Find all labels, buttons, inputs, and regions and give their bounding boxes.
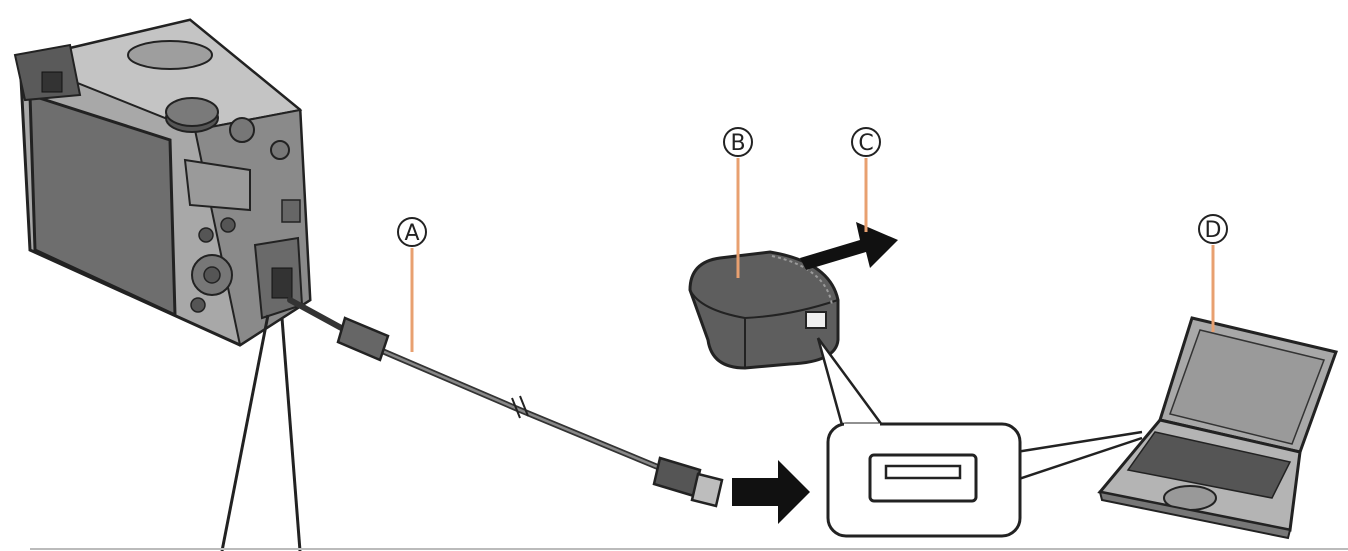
callout-d: D	[1198, 214, 1228, 244]
ac-adapter-icon	[688, 250, 840, 370]
callout-leader-lines	[410, 158, 1215, 352]
svg-text:D: D	[1205, 218, 1222, 243]
plug-arrow-icon	[800, 222, 898, 270]
svg-text:B: B	[730, 131, 745, 156]
svg-text:A: A	[404, 221, 419, 246]
terminal-pointer-lines	[220, 314, 302, 551]
usb-port-magnifier-icon	[816, 337, 1143, 538]
callout-b: B	[723, 127, 753, 157]
svg-text:C: C	[858, 131, 873, 156]
callout-a: A	[397, 217, 427, 247]
camera-icon	[13, 18, 312, 347]
callout-c: C	[851, 127, 881, 157]
laptop-icon	[1097, 316, 1338, 540]
insert-arrow-icon	[732, 460, 810, 524]
usb-cable-icon	[287, 297, 724, 508]
